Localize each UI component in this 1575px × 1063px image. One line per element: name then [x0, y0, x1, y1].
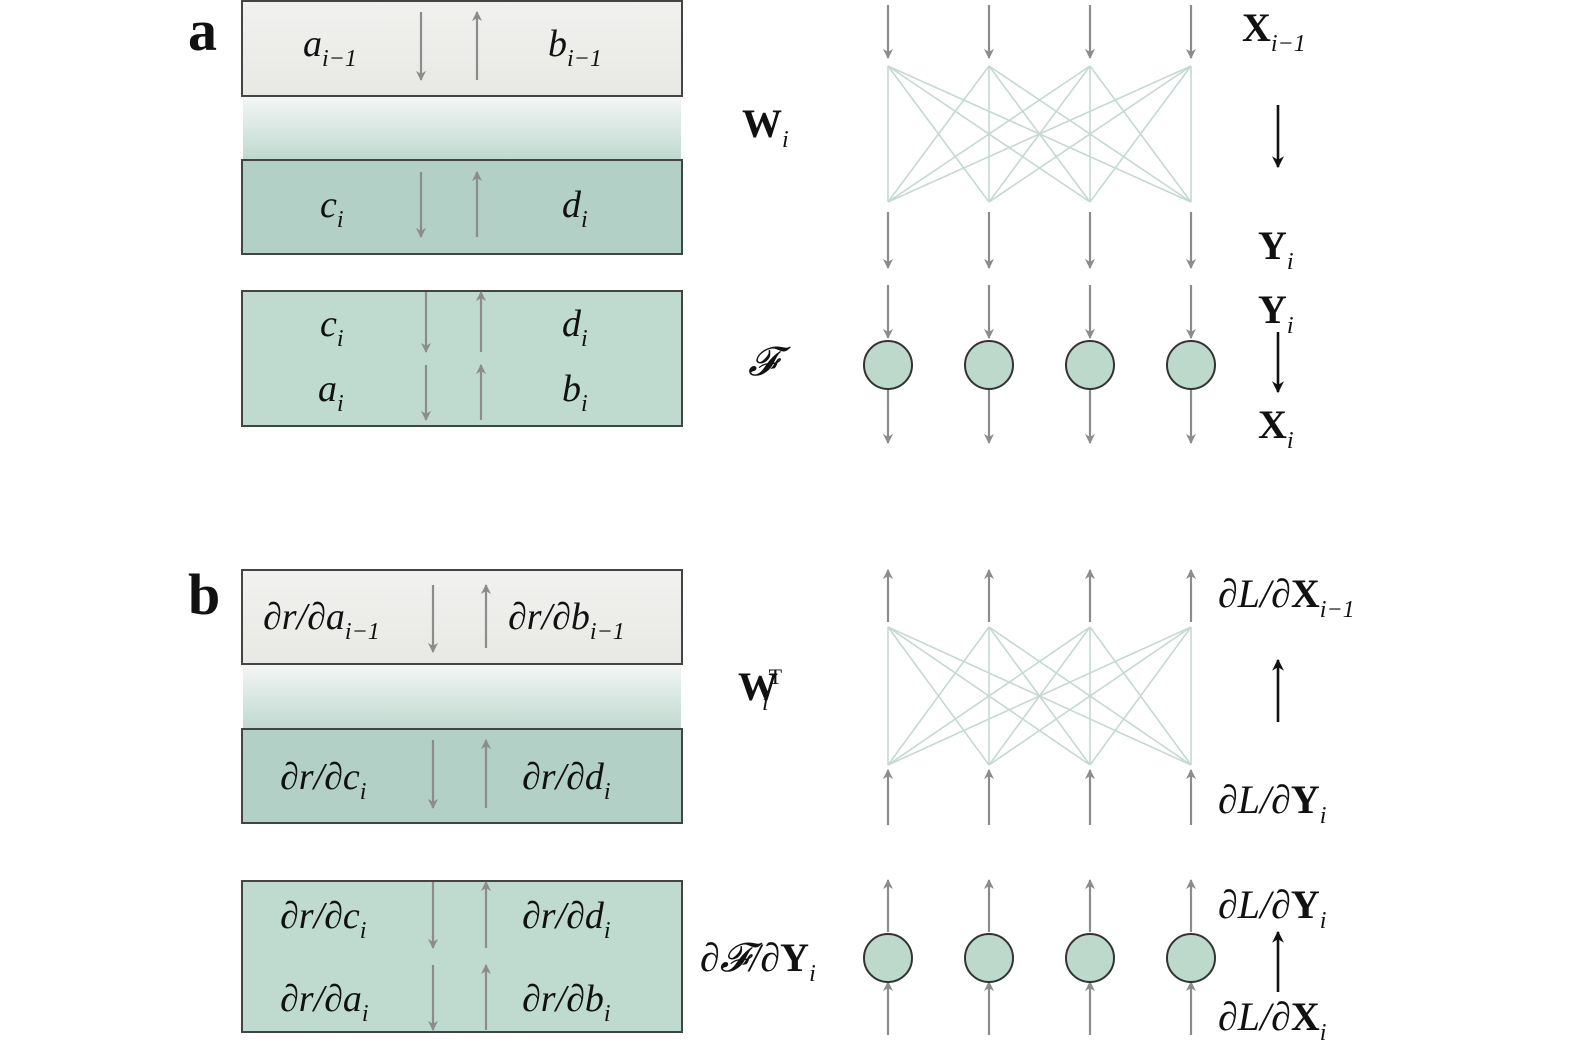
- forward-weight-edge: [1089, 65, 1192, 203]
- activation-node: [1166, 933, 1216, 983]
- forward-top-box: [241, 0, 683, 97]
- forward-coupling-gradient: [243, 97, 681, 159]
- panel-label-b: b: [188, 562, 221, 627]
- activation-node: [863, 340, 913, 390]
- var-c-copy: ci: [320, 303, 344, 352]
- var-b: bi: [562, 368, 588, 417]
- grad-c-copy: ∂r/∂ci: [280, 895, 367, 944]
- forward-bottom-box: [241, 290, 683, 427]
- x-output-label: Xi: [1258, 402, 1294, 454]
- grad-b-prev: ∂r/∂bi−1: [508, 596, 625, 645]
- backward-mid-box: [241, 728, 683, 824]
- panel-label-a: a: [188, 0, 217, 63]
- grad-d: ∂r/∂di: [522, 756, 611, 805]
- forward-weight-network: [887, 65, 1192, 203]
- activation-node: [1065, 340, 1115, 390]
- forward-weight-edge: [887, 65, 1192, 203]
- weight-label-forward: Wi: [742, 101, 789, 153]
- var-d-copy: di: [562, 303, 588, 352]
- arrows-layer: [415, 5, 1284, 1035]
- grad-x-output-label: ∂L/∂Xi: [1218, 994, 1327, 1046]
- activation-node: [964, 340, 1014, 390]
- activation-node: [1065, 933, 1115, 983]
- activation-node: [863, 933, 913, 983]
- grad-y-output-label: ∂L/∂Yi: [1218, 777, 1327, 829]
- activation-node: [1166, 340, 1216, 390]
- forward-weight-edge: [988, 65, 1192, 203]
- var-d: di: [562, 184, 588, 233]
- var-a: ai: [318, 368, 344, 417]
- backward-top-box: [241, 569, 683, 665]
- backward-weight-edge: [887, 626, 1091, 766]
- grad-x-prev-label: ∂L/∂Xi−1: [1218, 571, 1355, 623]
- weight-label-backward: WiT: [738, 664, 783, 716]
- activation-nodes: [863, 340, 1216, 983]
- x-prev-label: Xi−1: [1242, 5, 1306, 57]
- y-input-label: Yi: [1258, 287, 1294, 339]
- var-c: ci: [320, 184, 344, 233]
- grad-d-copy: ∂r/∂di: [522, 895, 611, 944]
- forward-weight-edge: [887, 65, 990, 203]
- backward-weight-edge: [1089, 626, 1192, 766]
- var-a-prev: ai−1: [303, 23, 357, 72]
- backward-bottom-box: [241, 880, 683, 1033]
- y-output-label: Yi: [1258, 223, 1294, 275]
- backward-weight-network: [887, 626, 1192, 766]
- backward-weight-edge: [887, 626, 1192, 766]
- grad-a-prev: ∂r/∂ai−1: [263, 596, 380, 645]
- grad-c: ∂r/∂ci: [280, 756, 367, 805]
- backward-weight-edge: [988, 626, 1192, 766]
- var-b-prev: bi−1: [548, 23, 602, 72]
- activation-node: [964, 933, 1014, 983]
- grad-y-input-label: ∂L/∂Yi: [1218, 882, 1327, 934]
- backward-weight-edge: [887, 626, 990, 766]
- backward-coupling-gradient: [243, 665, 681, 728]
- forward-mid-box: [241, 159, 683, 255]
- nonlinearity-derivative-label: ∂𝓕/∂Yi: [700, 935, 816, 987]
- grad-a: ∂r/∂ai: [280, 978, 369, 1027]
- forward-weight-edge: [887, 65, 1091, 203]
- nonlinearity-label: 𝓕: [748, 339, 778, 384]
- grad-b: ∂r/∂bi: [522, 978, 611, 1027]
